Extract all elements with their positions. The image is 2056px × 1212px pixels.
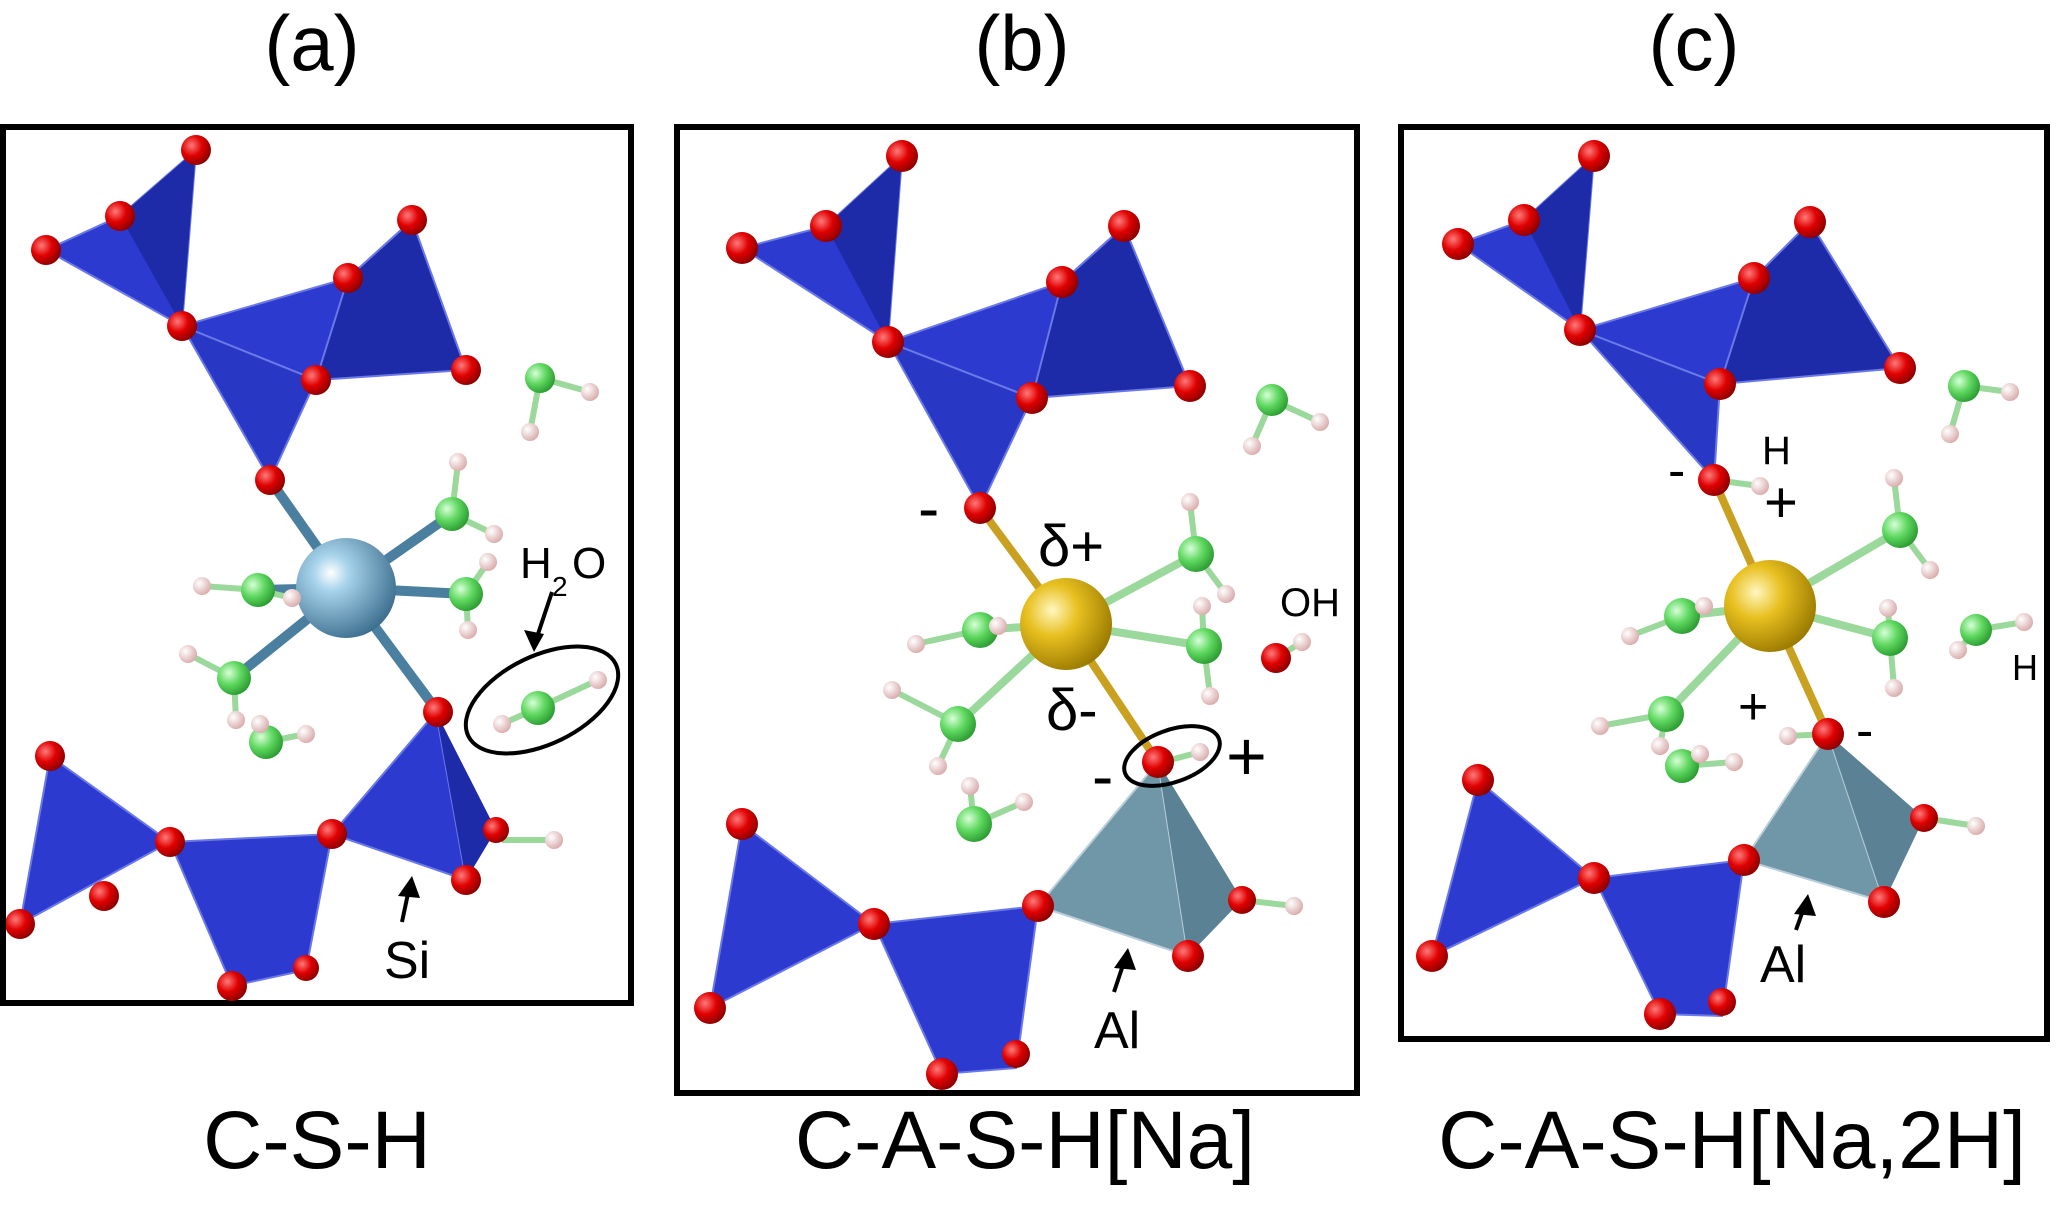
panel-a-structure: H 2 O Si (6, 135, 621, 1001)
delta-minus-label: δ- (1046, 678, 1098, 743)
oxygens (1416, 140, 1938, 1030)
water-highlight-ellipse (463, 644, 621, 756)
oh-label: OH (1280, 581, 1340, 625)
hydrogens (1591, 383, 2033, 835)
si-tetrahedron-bottom-3 (330, 709, 496, 882)
sodium-ion (1724, 560, 1816, 652)
charge-plus-bottom: + (1738, 678, 1768, 736)
h2o-label-h: H (520, 539, 552, 588)
si-tetrahedron-bottom-1 (1430, 778, 1596, 958)
charge-plus-right: + (1226, 717, 1267, 795)
si-tetrahedron-top-2 (1576, 220, 1902, 386)
panel-b-caption: C-A-S-H[Na] (794, 1095, 1256, 1186)
si-tetrahedron-bottom-1 (18, 754, 172, 926)
si-tetrahedron-top-3 (179, 323, 318, 483)
si-tetrahedron-top-3 (885, 340, 1034, 511)
panel-b-letter: (b) (974, 0, 1070, 87)
al-label: Al (1760, 936, 1806, 994)
h2o-label-o: O (572, 539, 606, 588)
hydrogens (883, 413, 1329, 915)
h2o-label-sub: 2 (552, 571, 568, 602)
water-oxygens (217, 363, 555, 759)
panel-b-structure: - δ+ δ- - + OH Al (694, 140, 1340, 1090)
panel-c-structure: - H + H + - Al (1416, 140, 2038, 1030)
panel-a-caption: C-S-H (203, 1095, 431, 1186)
h-label-top: H (1762, 429, 1791, 473)
si-tetrahedron-top-1 (1455, 153, 1596, 332)
si-label: Si (384, 932, 430, 990)
al-label: Al (1094, 1002, 1140, 1060)
panel-c-frame: - H + H + - Al (1398, 124, 2050, 1042)
delta-plus-label: δ+ (1038, 514, 1104, 579)
charge-minus-bottom: - (1856, 702, 1873, 760)
al-tetrahedron (1036, 759, 1242, 958)
water-oxygens (940, 384, 1288, 842)
sodium-ion (1020, 578, 1112, 670)
charge-plus-top: + (1764, 470, 1798, 535)
oxygens (6, 135, 509, 1001)
water-oxygens (1648, 370, 1992, 783)
oxygens (694, 140, 1291, 1090)
hydrogens (179, 383, 607, 849)
h-label-right: H (2012, 647, 2038, 688)
panel-a-frame: H 2 O Si (0, 124, 634, 1006)
panel-b-frame: - δ+ δ- - + OH Al (674, 124, 1360, 1096)
charge-minus-top: - (918, 472, 939, 544)
al-tetrahedron (1742, 731, 1924, 904)
si-tetrahedron-bottom-1 (708, 822, 876, 1010)
si-tetrahedron-top-1 (43, 147, 198, 328)
calcium-ion (296, 538, 396, 638)
charge-minus-bottom: - (1092, 740, 1113, 812)
charge-minus-top: - (1668, 442, 1685, 500)
panel-a-letter: (a) (264, 0, 360, 87)
si-tetrahedron-top-1 (739, 153, 904, 344)
panel-c-caption: C-A-S-H[Na,2H] (1438, 1095, 2026, 1186)
si-tetrahedron-top-3 (1579, 329, 1722, 483)
oh-highlight-ellipse (1122, 724, 1222, 788)
panel-c-letter: (c) (1648, 0, 1740, 87)
